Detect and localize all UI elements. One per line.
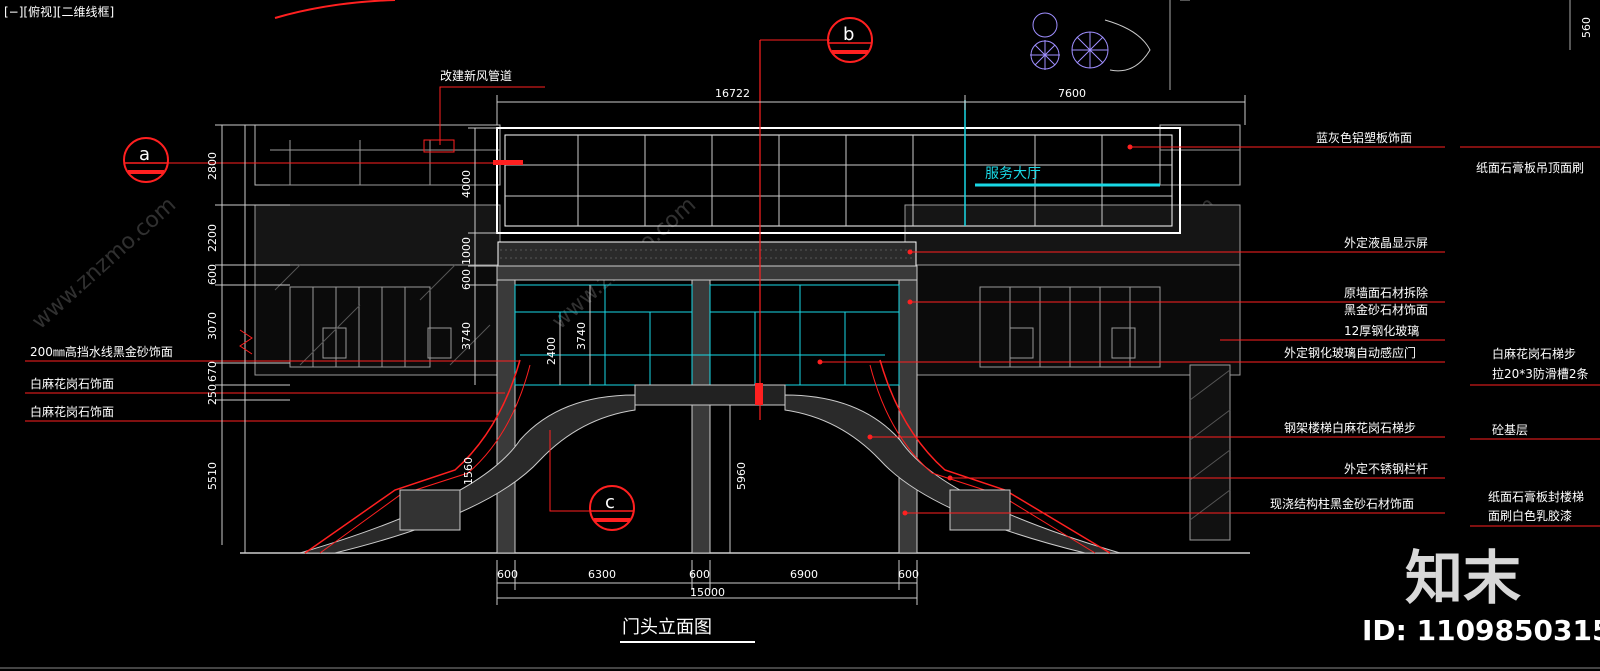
callout-stair-step-1: 白麻花岗石梯步 [1492, 346, 1576, 361]
brand-id-label: ID: 1109850315 [1362, 614, 1600, 647]
dim-bottom-600-c: 600 [898, 568, 919, 581]
watermark-text: www.znzmo.com [27, 192, 181, 334]
callout-gypsum-seal-2: 面刷白色乳胶漆 [1488, 508, 1572, 523]
dim-bottom-600-b: 600 [689, 568, 710, 581]
callout-tempered-glass: 12厚钢化玻璃 [1344, 324, 1419, 338]
dim-left-670: 670 [206, 361, 219, 382]
left-building-facade [254, 124, 501, 376]
dim-bottom-total: 15000 [690, 586, 725, 599]
left-stair [299, 359, 636, 554]
callout-lcd-screen: 外定液晶显示屏 [1344, 235, 1428, 250]
glass-curtain [514, 284, 900, 386]
inner-dimension-lines [468, 127, 497, 385]
callout-column-finish: 现浇结构柱黑金砂石材饰面 [1270, 496, 1414, 511]
sign-text: 服务大厅 [985, 166, 1041, 182]
left-dimension-lines [215, 124, 290, 553]
marker-b-label: b [843, 24, 854, 45]
viewport-label[interactable]: [−][俯视][二维线框] [4, 4, 114, 19]
dim-bottom-600-a: 600 [497, 568, 518, 581]
right-callouts [820, 146, 1600, 527]
left-callouts [25, 360, 520, 422]
marker-b[interactable]: b [827, 17, 873, 63]
dim-left-600: 600 [206, 264, 219, 285]
right-stair [784, 359, 1121, 554]
dim-left-2800: 2800 [206, 152, 219, 180]
dim-inner-600: 600 [460, 269, 473, 290]
dim-inner-4000: 4000 [460, 170, 473, 198]
brand-logo: 知末 [1405, 544, 1521, 612]
drawing-title: 门头立面图 [622, 617, 712, 638]
dim-bottom-6900: 6900 [790, 568, 818, 581]
marker-a[interactable]: a [123, 137, 523, 183]
marker-a-label: a [139, 144, 150, 165]
callout-steel-stair: 钢架楼梯白麻花岗石梯步 [1284, 420, 1416, 435]
dim-door-3740: 3740 [575, 322, 588, 350]
lcd-hatch [500, 249, 915, 259]
dim-column-5960: 5960 [735, 462, 748, 490]
dim-inner-1000: 1000 [460, 237, 473, 265]
callout-gypsum-seal-1: 纸面石膏板封楼梯 [1488, 489, 1584, 504]
dim-top-total: 16722 [715, 87, 750, 100]
callout-stair-step-2: 拉20*3防滑槽2条 [1492, 366, 1589, 381]
callout-white-granite-2: 白麻花岗石饰面 [30, 404, 114, 419]
callout-fresh-air-duct: 改建新风管道 [423, 68, 545, 153]
plant-symbol-icon [1030, 12, 1151, 72]
bottom-dimension-lines [496, 560, 918, 605]
callout-ceiling-gypsum: 纸面石膏板吊顶面刷 [1476, 160, 1584, 175]
marker-c[interactable]: c [549, 430, 635, 531]
callout-auto-door: 外定钢化玻璃自动感应门 [1284, 345, 1416, 360]
callout-concrete-base: 砼基层 [1492, 423, 1528, 437]
dim-left-3070: 3070 [206, 312, 219, 340]
dim-bottom-6300: 6300 [588, 568, 616, 581]
right-callout-dots [817, 144, 1133, 516]
callout-stone-removal: 原墙面石材拆除 [1344, 285, 1428, 300]
marker-c-label: c [605, 492, 615, 513]
top-dimension-lines [496, 95, 1246, 125]
callout-blue-gray-panel: 蓝灰色铝塑板饰面 [1316, 130, 1412, 145]
dim-stair-1560: 1560 [462, 457, 475, 485]
section-tag [755, 383, 763, 405]
right-building-facade [904, 124, 1241, 541]
callout-stainless-rail: 外定不锈钢栏杆 [1344, 461, 1428, 476]
callout-white-granite-1: 白麻花岗石饰面 [30, 376, 114, 391]
dim-left-2200: 2200 [206, 224, 219, 252]
dim-door-2400: 2400 [545, 337, 558, 365]
dim-top-right: 7600 [1058, 87, 1086, 100]
dim-left-250: 250 [206, 384, 219, 405]
lcd-screen-band [497, 241, 917, 267]
dim-right-top: 560 [1580, 17, 1593, 38]
callout-black-gold-stone: 黑金砂石材饰面 [1344, 302, 1428, 317]
top-arc-line [274, 0, 396, 19]
dim-inner-3740: 3740 [460, 322, 473, 350]
signboard: 服务大厅 [496, 100, 1181, 234]
callout-water-line: 200㎜高挡水线黑金砂饰面 [30, 344, 173, 359]
dim-left-5510: 5510 [206, 462, 219, 490]
callout-text: 改建新风管道 [440, 68, 512, 83]
